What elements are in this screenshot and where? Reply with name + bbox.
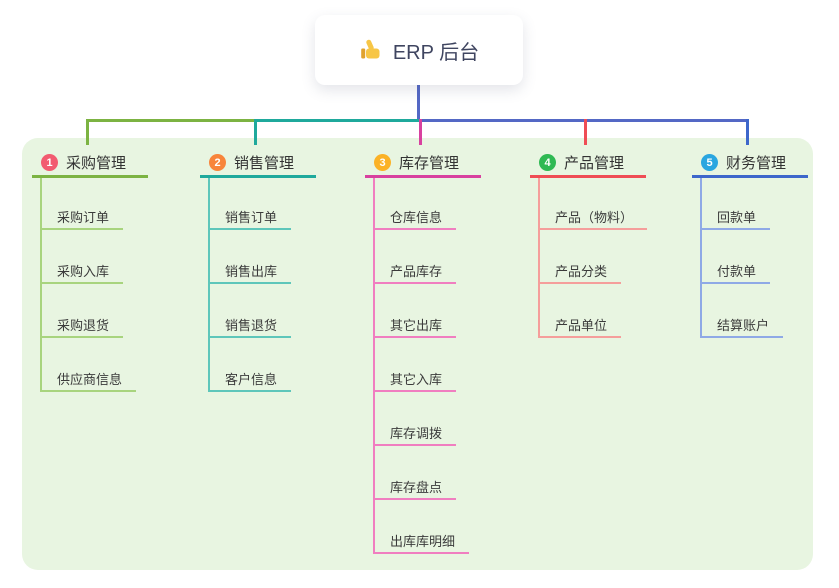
root-label: ERP 后台 [392, 41, 480, 64]
branch-node-2[interactable]: 2 销售管理 [200, 150, 316, 178]
child-connector-line [700, 178, 702, 338]
mindmap-node[interactable]: 销售出库 [208, 262, 292, 284]
root-trunk-line [417, 85, 420, 122]
branch-badge: 4 [539, 154, 556, 171]
branch-badge: 3 [374, 154, 391, 171]
branches-panel [22, 138, 813, 570]
branch-badge: 5 [701, 154, 718, 171]
root-node[interactable]: ERP 后台 [315, 15, 523, 85]
child-connector-line [373, 178, 375, 554]
branch-badge: 2 [209, 154, 226, 171]
branch-drop-line-1 [86, 119, 89, 145]
mindmap-node[interactable]: 仓库信息 [373, 208, 457, 230]
mindmap-node[interactable]: 其它出库 [373, 316, 457, 338]
branch-label: 产品管理 [564, 155, 625, 172]
branch-label: 采购管理 [66, 155, 127, 172]
branch-label: 销售管理 [234, 155, 295, 172]
mindmap-node[interactable]: 产品（物料） [538, 208, 648, 230]
child-connector-line [40, 178, 42, 392]
branch-node-1[interactable]: 1 采购管理 [32, 150, 148, 178]
mindmap-node[interactable]: 付款单 [700, 262, 771, 284]
mindmap-node[interactable]: 库存调拨 [373, 424, 457, 446]
child-connector-line [538, 178, 540, 338]
branch-drop-line-2 [254, 119, 257, 145]
mindmap-node[interactable]: 库存盘点 [373, 478, 457, 500]
mindmap-node[interactable]: 回款单 [700, 208, 771, 230]
trunk-segment-green [86, 119, 255, 122]
child-connector-line [208, 178, 210, 392]
mindmap-node[interactable]: 结算账户 [700, 316, 784, 338]
mindmap-node[interactable]: 采购订单 [40, 208, 124, 230]
mindmap-node[interactable]: 客户信息 [208, 370, 292, 392]
trunk-segment-teal [255, 119, 419, 122]
branch-drop-line-3 [419, 119, 422, 145]
mindmap-node[interactable]: 出库库明细 [373, 532, 470, 554]
branch-label: 库存管理 [399, 155, 460, 172]
mindmap-node[interactable]: 供应商信息 [40, 370, 137, 392]
branch-node-3[interactable]: 3 库存管理 [365, 150, 481, 178]
mindmap-node[interactable]: 产品单位 [538, 316, 622, 338]
branch-node-5[interactable]: 5 财务管理 [692, 150, 808, 178]
thumbs-up-icon [359, 38, 383, 62]
branch-badge: 1 [41, 154, 58, 171]
mindmap-node[interactable]: 采购入库 [40, 262, 124, 284]
mindmap-node[interactable]: 销售退货 [208, 316, 292, 338]
mindmap-node[interactable]: 产品分类 [538, 262, 622, 284]
mindmap-node[interactable]: 其它入库 [373, 370, 457, 392]
branch-drop-line-5 [746, 119, 749, 145]
mindmap-node[interactable]: 采购退货 [40, 316, 124, 338]
branch-drop-line-4 [584, 119, 587, 145]
branch-node-4[interactable]: 4 产品管理 [530, 150, 646, 178]
branch-label: 财务管理 [726, 155, 787, 172]
mindmap-node[interactable]: 产品库存 [373, 262, 457, 284]
mindmap-node[interactable]: 销售订单 [208, 208, 292, 230]
